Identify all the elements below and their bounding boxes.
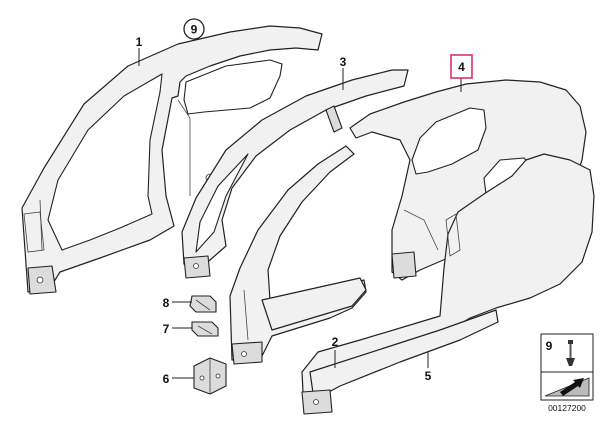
part-3-a-pillar-rail[interactable]	[181, 69, 409, 279]
callout-3[interactable]: 3	[340, 55, 347, 69]
callout-1[interactable]: 1	[136, 35, 143, 49]
part-7-bracket[interactable]	[191, 321, 219, 337]
callout-2[interactable]: 2	[332, 335, 339, 349]
callout-6[interactable]: 6	[163, 372, 170, 386]
rivet-clip-icon	[566, 340, 575, 366]
callout-7[interactable]: 7	[163, 322, 170, 336]
callout-4[interactable]: 4	[458, 60, 465, 74]
leader-lines	[138, 48, 462, 379]
legend-item-number: 9	[546, 339, 553, 353]
diagram-number: 00127200	[548, 403, 586, 413]
callout-4-highlight-box	[450, 54, 473, 79]
part-1-side-frame[interactable]	[21, 25, 323, 295]
part-5-outer-rear-panel[interactable]	[301, 153, 595, 415]
callout-9-circle	[183, 18, 205, 40]
panel-corner-icon	[544, 377, 590, 397]
part-6-bracket-block[interactable]	[193, 357, 227, 395]
legend-box: 9 00127200	[540, 333, 594, 413]
part-2-rocker-sill[interactable]	[229, 145, 367, 365]
callout-9[interactable]: 9	[191, 23, 198, 37]
part-8-bracket[interactable]	[189, 295, 217, 313]
callout-5[interactable]: 5	[425, 369, 432, 383]
callout-8[interactable]: 8	[163, 296, 170, 310]
